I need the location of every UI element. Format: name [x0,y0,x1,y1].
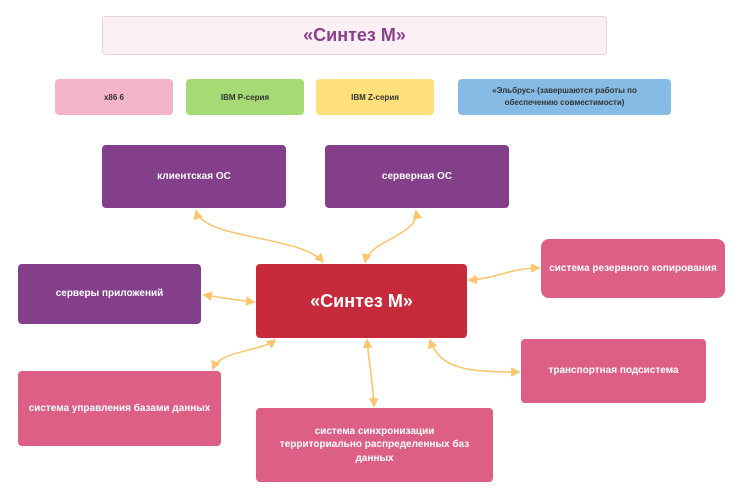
arrow-transport [427,338,521,377]
node-app-servers: серверы приложений [18,264,201,324]
node-sync: система синхронизации территориально рас… [256,408,493,482]
node-client-os: клиентская ОС [102,145,286,208]
platform-ibm-p: IBM P-серия [186,79,304,115]
node-backup: система резервного копирования [541,239,725,298]
arrow-client-os [193,209,325,264]
platform-x86: x86 6 [55,79,173,115]
arrow-backup [467,263,541,285]
platform-elbrus: «Эльбрус» (завершаются работы по обеспеч… [458,79,671,115]
node-dbms: система управления базами данных [18,371,221,446]
node-server-os: серверная ОС [325,145,509,208]
arrow-sync [363,338,379,408]
platform-ibm-z: IBM Z-серия [316,79,434,115]
title-box: «Синтез М» [102,16,607,55]
center-node: «Синтез М» [256,264,467,338]
arrow-app-servers [202,291,256,306]
node-transport: транспортная подсистема [521,339,706,403]
arrow-dbms [211,339,277,371]
arrow-server-os [362,209,423,264]
